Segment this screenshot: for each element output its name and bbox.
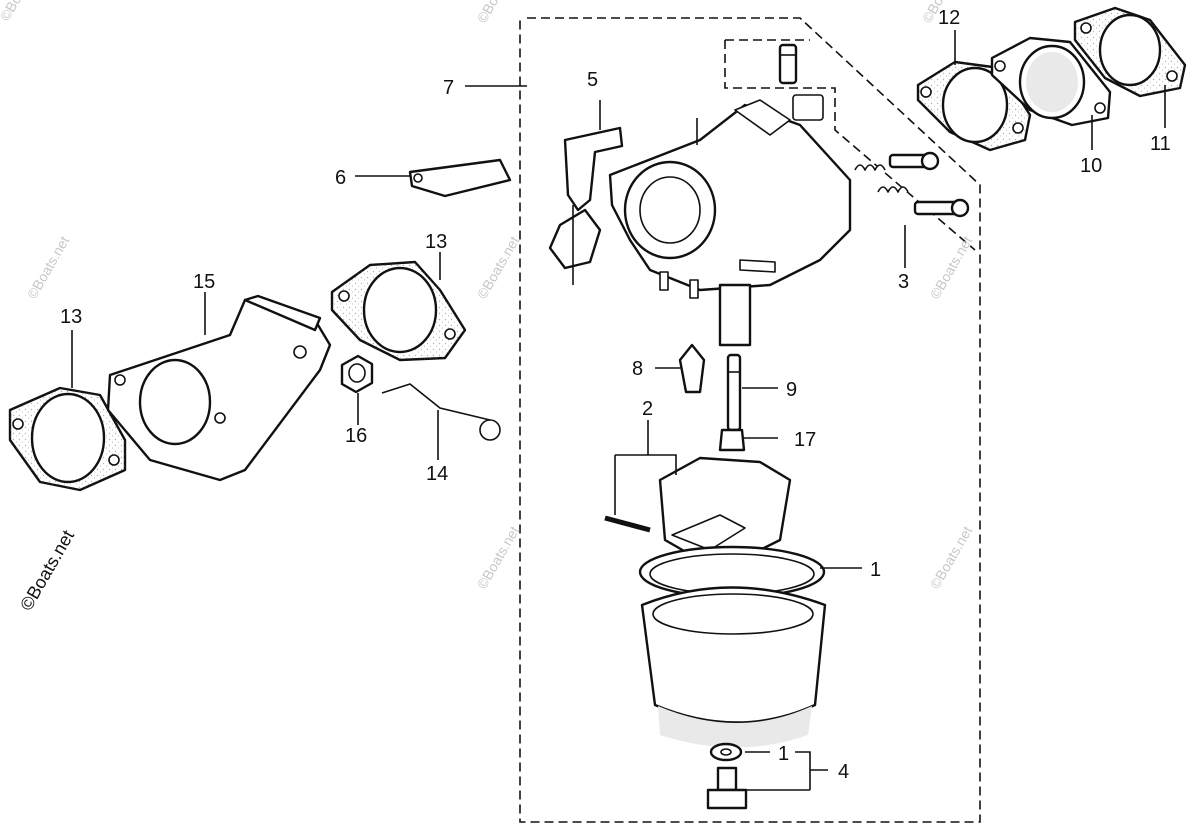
watermark-top-left: ©Boats.net [0,0,45,24]
main-jet-17 [718,428,746,452]
watermark-lower-right: ©Boats.net [927,523,976,591]
spring-wire-14 [381,383,501,441]
choke-lever-6 [408,158,512,198]
callout-8: 8 [632,358,643,380]
callout-5: 5 [587,69,598,91]
callout-9: 9 [786,379,797,401]
callout-3: 3 [898,271,909,293]
gasket-11 [1073,6,1187,98]
callout-14: 14 [426,463,448,485]
choke-shaft-5 [548,126,624,285]
bowl-gasket-1 [638,545,826,599]
float-valve-8 [678,343,706,394]
watermark-dark: ©Boats.net [16,527,78,614]
callout-7: 7 [443,77,454,99]
pilot-screw-set [778,43,970,218]
callout-10: 10 [1080,155,1102,177]
callout-2: 2 [642,398,653,420]
drain-bolt [706,766,748,810]
drain-washer [709,742,743,762]
watermark-center: ©Boats.net [474,233,523,301]
callout-13-left: 13 [60,306,82,328]
carburetor-body [608,94,852,347]
watermark-right: ©Boats.net [927,233,976,301]
callout-16: 16 [345,425,367,447]
leader-lines [71,30,1166,791]
gasket-left [8,386,127,492]
watermark-lower-mid: ©Boats.net [474,523,523,591]
watermark-left: ©Boats.net [24,233,73,301]
main-nozzle-9 [726,353,742,432]
float-2 [604,456,792,562]
insulator-plate [106,294,332,482]
gasket-middle [330,260,467,362]
callout-4: 4 [838,761,849,783]
callout-11: 11 [1150,133,1171,155]
callout-13-middle: 13 [425,231,447,253]
callout-12: 12 [938,7,960,29]
assembly-boundary [519,17,981,823]
insulator-10 [990,36,1112,127]
callout-1-gasket: 1 [870,559,881,581]
callout-1-washer: 1 [778,743,789,765]
nut-16 [340,354,374,394]
callout-15: 15 [193,271,215,293]
watermark-top-mid: ©Boats.net [474,0,523,26]
callout-17: 17 [794,429,816,451]
float-bowl [640,586,827,748]
callout-6: 6 [335,167,346,189]
